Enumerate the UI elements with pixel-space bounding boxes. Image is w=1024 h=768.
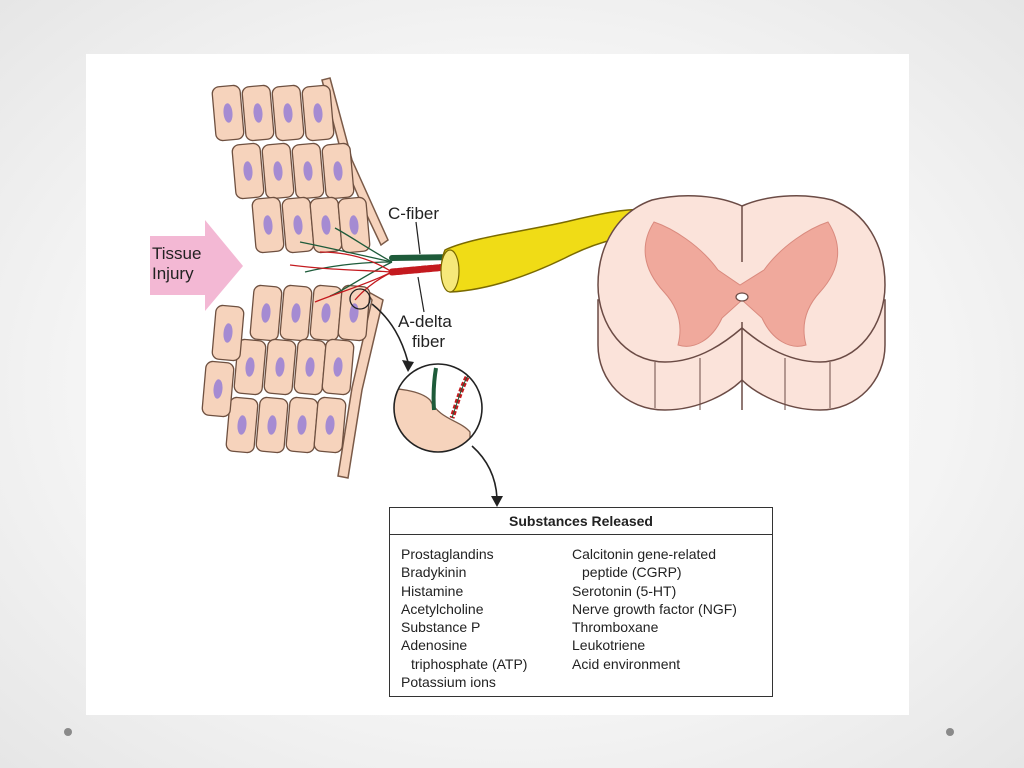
cell-nucleus: [283, 103, 293, 123]
cell-nucleus: [273, 161, 283, 181]
cell-nucleus: [261, 303, 271, 323]
tissue-cell: [291, 142, 325, 200]
substance-item: peptide (CGRP): [582, 564, 682, 581]
substance-item: triphosphate (ATP): [411, 655, 528, 672]
cell-nucleus: [333, 161, 343, 181]
cell-nucleus: [267, 415, 277, 435]
tissue-cell: [309, 196, 343, 254]
tissue-cell: [271, 84, 305, 142]
cell-nucleus: [223, 323, 233, 343]
substance-item: Calcitonin gene-related: [572, 546, 716, 562]
cell-nucleus: [291, 303, 301, 323]
tissue-cell: [261, 142, 295, 200]
tissue-cell: [337, 284, 371, 342]
a-delta-label-line1: A-delta: [398, 312, 452, 331]
upper-tissue: [211, 77, 389, 254]
cell-nucleus: [313, 103, 323, 123]
tissue-cell: [231, 142, 265, 200]
c-fiber-label: C-fiber: [388, 204, 440, 223]
substance-item: Adenosine: [401, 637, 468, 654]
slide-nav-dot-left: [64, 728, 72, 736]
cell-nucleus: [333, 357, 343, 377]
cell-nucleus: [237, 415, 247, 435]
substance-item: Acid environment: [572, 655, 681, 672]
cell-nucleus: [349, 215, 359, 235]
slide-nav-dot-right: [946, 728, 954, 736]
substances-title: Substances Released: [390, 508, 772, 535]
cell-nucleus: [325, 415, 335, 435]
tissue-cell: [301, 84, 335, 142]
cell-nucleus: [223, 103, 233, 123]
tissue-cell: [251, 196, 285, 254]
cell-nucleus: [253, 103, 263, 123]
tissue-cell: [279, 284, 313, 342]
tissue-cell: [249, 284, 283, 342]
a-delta-label-line2: fiber: [412, 332, 446, 351]
substance-item: Nerve growth factor (NGF): [572, 600, 737, 617]
substance-item: Serotonin (5-HT): [572, 582, 677, 599]
cell-nucleus: [263, 215, 273, 235]
tissue-cell: [241, 84, 275, 142]
substance-item: Leukotriene: [572, 637, 646, 654]
nociception-diagram: [150, 77, 886, 507]
cell-nucleus: [213, 379, 223, 399]
substances-right-column: Calcitonin gene-related peptide (CGRP) S…: [572, 545, 737, 673]
tissue-cell: [281, 196, 315, 254]
substance-item: Acetylcholine: [401, 600, 484, 617]
magnified-view: [393, 363, 483, 453]
tissue-label-line2: Injury: [152, 264, 194, 283]
tissue-cell: [321, 142, 355, 200]
tissue-cell: [233, 338, 267, 396]
a-delta-leader: [417, 276, 425, 313]
cell-nucleus: [297, 415, 307, 435]
tissue-label-line1: Tissue: [152, 244, 202, 263]
substance-item: Potassium ions: [401, 674, 496, 691]
substance-item: Substance P: [401, 619, 481, 636]
zoom-marker: [349, 288, 371, 310]
tissue-injury-arrow: [150, 220, 243, 311]
lower-tissue: [201, 284, 384, 479]
cell-nucleus: [305, 357, 315, 377]
nerve-endings: [289, 227, 393, 303]
tissue-cell: [321, 338, 355, 396]
zoom-arrow: [371, 303, 409, 363]
a-delta-fiber-label: A-delta fiber: [398, 312, 452, 352]
tissue-cell: [293, 338, 327, 396]
cell-nucleus: [245, 357, 255, 377]
tissue-cell: [211, 304, 245, 362]
spinal-cord: [597, 195, 886, 411]
substance-item: Thromboxane: [572, 619, 659, 636]
tissue-cell: [255, 396, 289, 454]
tissue-injury-label: Tissue Injury: [152, 244, 201, 284]
slide-panel: Tissue Injury C-fiber A-delta fiber Subs…: [86, 54, 909, 715]
tissue-cell: [211, 84, 245, 142]
substances-left-column: Prostaglandins Bradykinin Histamine Acet…: [401, 545, 527, 691]
tissue-cell: [337, 196, 371, 254]
substance-item: Bradykinin: [401, 564, 467, 581]
tissue-cell: [201, 360, 235, 418]
cell-nucleus: [243, 161, 253, 181]
cell-nucleus: [303, 161, 313, 181]
cell-nucleus: [321, 215, 331, 235]
tissue-cell: [263, 338, 297, 396]
substance-item: Histamine: [401, 582, 464, 599]
tissue-cell: [225, 396, 259, 454]
substance-item: Prostaglandins: [401, 546, 494, 562]
c-fiber-leader: [415, 221, 421, 255]
substances-released-box: Substances Released Prostaglandins Brady…: [389, 507, 773, 697]
cell-nucleus: [293, 215, 303, 235]
release-arrow: [471, 445, 498, 499]
tissue-cell: [285, 396, 319, 454]
cell-nucleus: [275, 357, 285, 377]
cell-nucleus: [321, 303, 331, 323]
tissue-cell: [313, 396, 347, 454]
